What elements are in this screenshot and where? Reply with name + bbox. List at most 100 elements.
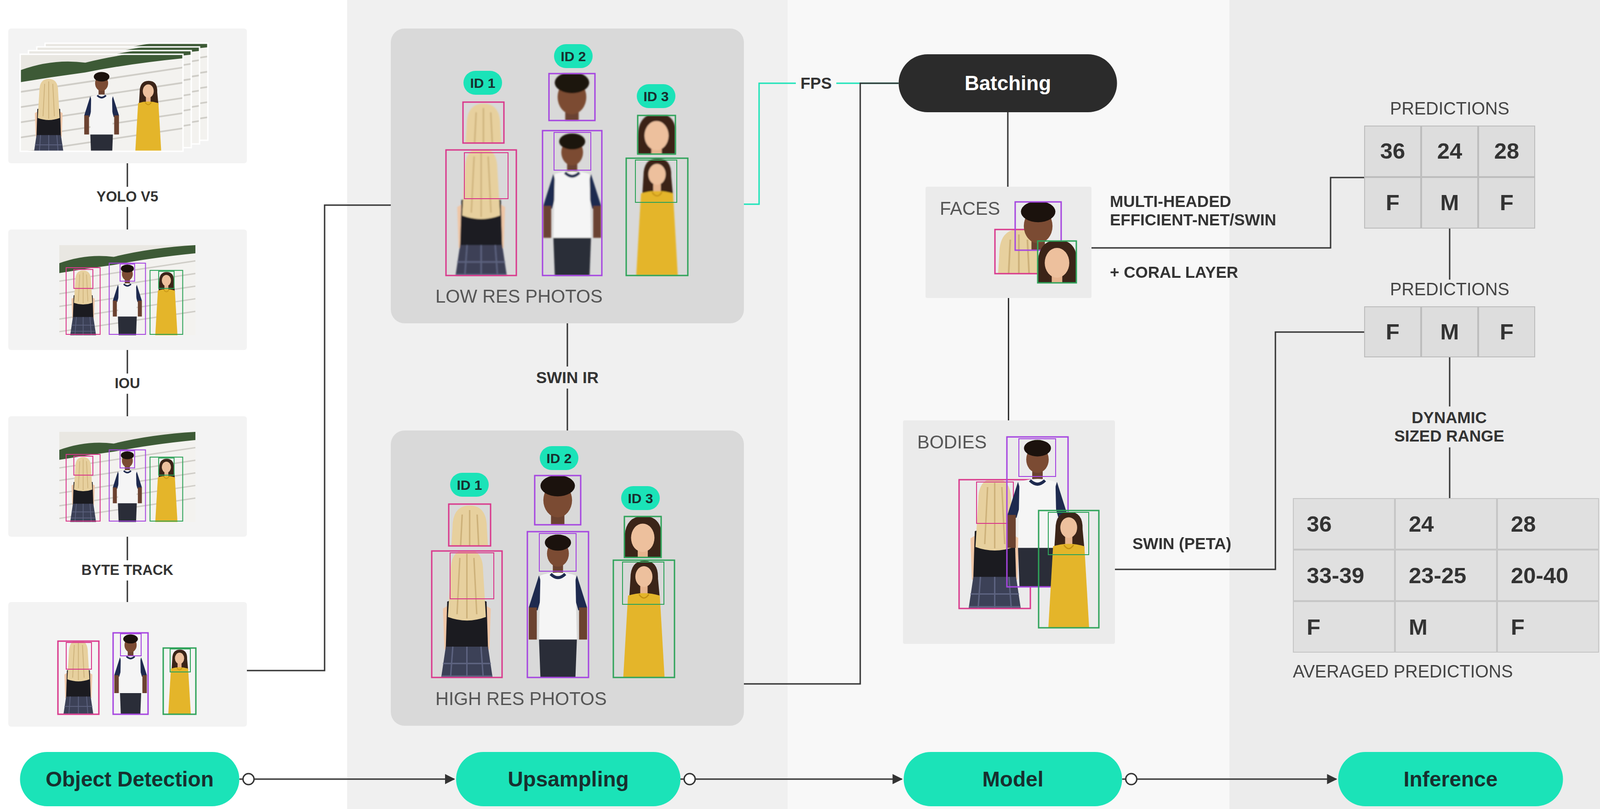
bounding-box <box>637 115 676 155</box>
body-crop <box>622 560 665 680</box>
cell-value: 24 <box>1437 139 1463 163</box>
connector <box>743 83 899 205</box>
table-heading: PREDICTIONS <box>1364 98 1536 120</box>
table-grid: FMF <box>1364 306 1536 358</box>
head-crop <box>627 113 686 280</box>
bounding-box <box>554 132 591 171</box>
pill-label: ID 3 <box>643 88 669 104</box>
band <box>0 0 348 809</box>
label-holder: BYTE TRACK <box>76 560 178 581</box>
table-cell: 28 <box>1497 497 1600 550</box>
person <box>627 113 686 280</box>
connector <box>743 83 899 684</box>
bounding-box <box>1018 438 1056 477</box>
feed-line <box>246 205 391 671</box>
body-crop <box>454 148 508 284</box>
bounding-box <box>149 457 183 521</box>
face-crop <box>1027 240 1087 412</box>
person <box>1000 200 1077 389</box>
frame <box>20 48 183 158</box>
connector <box>1007 112 1009 187</box>
band <box>787 0 1230 809</box>
bounding-box <box>635 160 677 203</box>
cell-value: F <box>1510 615 1525 639</box>
stage-panel <box>8 416 247 537</box>
step-label: IOU <box>109 373 145 394</box>
step-label: + CORAL LAYER <box>1109 262 1239 282</box>
pill-label: ID 2 <box>546 450 572 466</box>
step-label: BYTE TRACK <box>76 560 178 581</box>
panel-title: BODIES <box>917 431 987 453</box>
connector <box>1449 228 1451 280</box>
bounding-box <box>120 633 142 656</box>
cell-value: F <box>1385 320 1400 343</box>
cell-value: F <box>1499 191 1514 214</box>
edge-label: FPS <box>795 72 837 95</box>
bounding-box <box>464 152 509 199</box>
cell-value: 23-25 <box>1408 564 1467 587</box>
body-crop <box>440 549 494 685</box>
person <box>62 640 95 719</box>
frame-border <box>20 54 183 152</box>
cell-value: F <box>1385 191 1400 214</box>
edge-label: MULTI-HEADED EFFICIENT-NET/SWIN <box>1109 192 1313 230</box>
person <box>1027 240 1087 412</box>
person <box>543 133 602 276</box>
photo <box>59 245 196 336</box>
face-crop <box>1000 200 1077 389</box>
person <box>635 158 678 279</box>
bounding-box <box>1038 510 1099 628</box>
cell-value: 33-39 <box>1306 564 1365 587</box>
edge-label: DYNAMIC SIZED RANGE <box>1387 406 1512 448</box>
connector <box>1122 778 1337 780</box>
body-crop <box>528 534 588 678</box>
batching-pill: Batching <box>898 54 1118 113</box>
low-res-crops <box>454 72 686 284</box>
body-crop <box>1048 511 1090 629</box>
stage-pill: Model <box>903 751 1123 806</box>
connector <box>1091 177 1365 248</box>
bounding-box <box>170 648 191 672</box>
prediction-table: PREDICTIONSFMF <box>1364 279 1536 358</box>
bounding-box <box>120 450 135 468</box>
bounding-box <box>113 632 149 715</box>
bounding-box <box>622 561 664 605</box>
id-tag: ID 3 <box>636 84 676 109</box>
stage-pill: Object Detection <box>20 751 240 806</box>
bounding-box <box>57 640 99 715</box>
label-holder: + CORAL LAYER <box>1109 262 1239 282</box>
label-holder: FPS <box>795 72 837 95</box>
cell-value: 36 <box>1380 139 1406 163</box>
bounding-box <box>163 647 196 715</box>
stage-pill: Inference <box>1338 751 1564 806</box>
pill-label: Model <box>982 767 1044 791</box>
table-heading: AVERAGED PREDICTIONS <box>1292 661 1600 682</box>
pill-label: ID 1 <box>456 477 482 493</box>
bounding-box <box>542 130 602 276</box>
bounding-box <box>66 267 101 335</box>
connector-dot <box>1125 773 1138 785</box>
pill-label: Inference <box>1403 767 1498 791</box>
person <box>528 534 588 678</box>
table-cell: 33-39 <box>1292 549 1395 601</box>
detection-photo <box>59 431 196 522</box>
table-cell: 36 <box>1292 497 1395 550</box>
detection-photo <box>59 245 196 336</box>
table-cell: M <box>1421 306 1479 358</box>
table-cell: 23-25 <box>1394 549 1498 601</box>
person <box>622 560 665 680</box>
table-cell: M <box>1421 177 1479 229</box>
bounding-box <box>1048 512 1089 555</box>
bounding-box <box>109 262 146 335</box>
cell-value: 20-40 <box>1510 564 1569 587</box>
panel-title: HIGH RES PHOTOS <box>435 687 607 709</box>
edge-label: SWIN IR <box>531 366 604 389</box>
bounding-box <box>109 449 146 521</box>
bounding-box <box>534 475 581 525</box>
connector <box>1007 297 1010 421</box>
cell-value: 36 <box>1306 512 1332 536</box>
cell-value: F <box>1499 320 1514 343</box>
table-cell: 24 <box>1394 497 1498 550</box>
table-cell: F <box>1478 306 1536 358</box>
person <box>440 549 494 685</box>
